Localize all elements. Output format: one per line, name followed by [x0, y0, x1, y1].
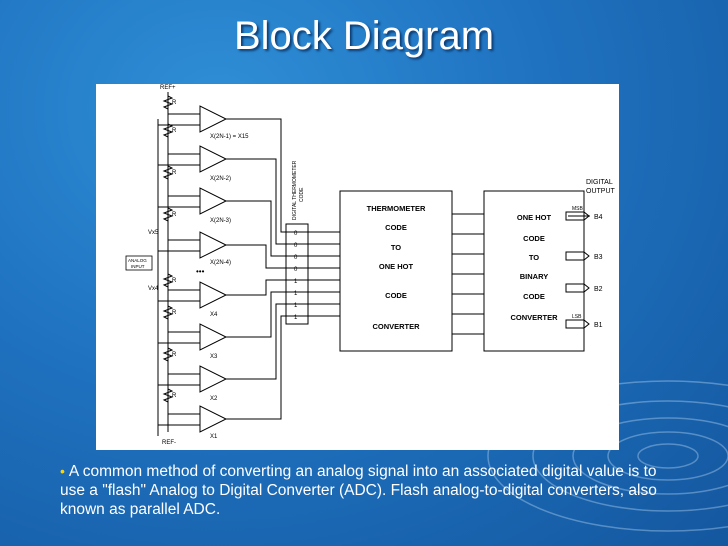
thermo-bit: 0	[294, 231, 298, 237]
comparator-label-x4: X4	[210, 312, 218, 318]
block2-line: ONE HOT	[517, 213, 552, 222]
block1-line: TO	[391, 243, 401, 252]
comparator-bank	[199, 105, 228, 433]
comparator-label-x14: X(2N-2)	[210, 176, 231, 182]
thermo-bit: 1	[294, 291, 298, 297]
block1-line: THERMOMETER	[367, 204, 426, 213]
block1-line: CODE	[385, 291, 407, 300]
output-label-b4: B4	[594, 214, 603, 221]
block1-line: CONVERTER	[372, 322, 420, 331]
comparator-label-x1: X1	[210, 434, 218, 440]
block2-line: CODE	[523, 292, 545, 301]
thermometer-code-header-line2: CODE	[299, 187, 305, 202]
thermo-bit: 0	[294, 267, 298, 273]
ref-bottom-label: REF-	[162, 440, 176, 446]
comparator-label-x12: X(2N-4)	[210, 260, 231, 266]
thermometer-to-onehot-block	[339, 190, 453, 352]
bullet-icon: •	[60, 463, 65, 479]
msb-label: MSB	[572, 206, 584, 212]
resistor-label: R	[172, 170, 177, 176]
block2-line: CONVERTER	[510, 313, 558, 322]
block1-line: ONE HOT	[379, 262, 414, 271]
thermo-bit: 1	[294, 315, 298, 321]
output-label-b2: B2	[594, 286, 603, 293]
lsb-label: LSB	[572, 314, 582, 320]
thermo-bit: 1	[294, 279, 298, 285]
comparator-label-x15: X(2N-1) = X15	[210, 134, 249, 140]
water-ripple-decoration	[487, 380, 728, 532]
ellipsis-dots: •••	[196, 267, 205, 276]
digital-output-header-line1: DIGITAL	[586, 179, 613, 186]
thermometer-code-header-line1: DIGITAL THERMOMETER	[292, 160, 298, 220]
caption-body: A common method of converting an analog …	[60, 463, 657, 518]
analog-input-label-line2: INPUT	[131, 264, 145, 269]
resistor-label: R	[172, 278, 177, 284]
thermo-bit: 1	[294, 303, 298, 309]
output-label-b1: B1	[594, 322, 603, 329]
diagram-svg: REF+ REF- R R R R R R R R Vx5 Vx4 ANALOG…	[125, 85, 616, 446]
resistor-ladder	[162, 95, 174, 403]
caption-text: •A common method of converting an analog…	[60, 462, 660, 519]
resistor-label: R	[172, 393, 177, 399]
analog-input-label-line1: ANALOG	[128, 258, 147, 263]
comparator-label-x13: X(2N-3)	[210, 218, 231, 224]
ref-top-label: REF+	[160, 85, 176, 91]
output-b1-pin	[565, 319, 590, 329]
digital-output-header-line2: OUTPUT	[586, 188, 616, 195]
onehot-to-binary-block	[483, 190, 585, 352]
block1-line: CODE	[385, 223, 407, 232]
block2-line: TO	[529, 253, 539, 262]
output-label-b3: B3	[594, 254, 603, 261]
vx5-label: Vx5	[148, 230, 159, 236]
resistor-label: R	[172, 310, 177, 316]
thermo-bit: 0	[294, 255, 298, 261]
block2-line: BINARY	[520, 272, 548, 281]
output-b2-pin	[565, 283, 590, 293]
block2-line: CODE	[523, 234, 545, 243]
vx4-label: Vx4	[148, 286, 159, 292]
resistor-label: R	[172, 128, 177, 134]
resistor-label: R	[172, 212, 177, 218]
slide-title: Block Diagram	[233, 14, 495, 58]
thermo-bit: 0	[294, 243, 298, 249]
output-b3-pin	[565, 251, 590, 261]
output-b4-pin	[565, 211, 590, 221]
resistor-label: R	[172, 100, 177, 106]
comparator-label-x3: X3	[210, 354, 218, 360]
flash-adc-block-diagram: REF+ REF- R R R R R R R R Vx5 Vx4 ANALOG…	[96, 84, 619, 450]
resistor-label: R	[172, 352, 177, 358]
comparator-label-x2: X2	[210, 396, 218, 402]
